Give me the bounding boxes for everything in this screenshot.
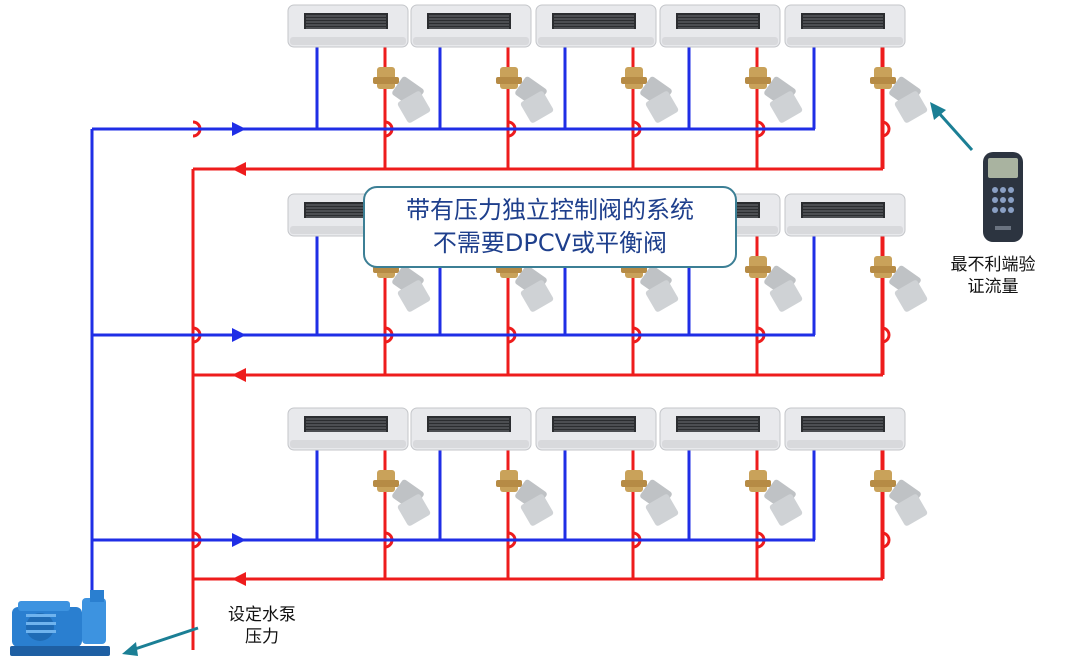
control-valve-icon	[870, 256, 928, 312]
unit-base	[290, 440, 406, 448]
control-valve-icon	[745, 67, 803, 123]
valve-port	[496, 480, 522, 487]
meter-pointer-head	[930, 102, 946, 120]
control-valve-icon	[373, 470, 431, 526]
info-callout: 带有压力独立控制阀的系统 不需要DPCV或平衡阀	[363, 186, 737, 268]
valve-port	[621, 480, 647, 487]
unit-grille	[801, 202, 885, 218]
fan-coil-unit-icon	[784, 4, 906, 48]
unit-base	[662, 37, 778, 45]
control-valve-icon	[745, 256, 803, 312]
valve-port	[870, 480, 896, 487]
meter-label-line-1: 最不利端验	[950, 255, 1036, 275]
unit-base	[662, 440, 778, 448]
actuator-head	[520, 494, 554, 526]
actuator-head	[520, 280, 554, 312]
fan-coil-unit-icon	[659, 407, 781, 451]
actuator-head	[397, 91, 431, 123]
fan-coil-unit-icon	[535, 4, 657, 48]
unit-base	[538, 440, 654, 448]
flow-meter-icon	[983, 152, 1023, 242]
pump-label-line-1: 设定水泵	[228, 605, 296, 625]
valve-port	[373, 480, 399, 487]
control-valve-icon	[621, 470, 679, 526]
control-valves	[373, 67, 928, 526]
unit-base	[787, 37, 903, 45]
unit-grille	[676, 13, 760, 29]
unit-base	[538, 37, 654, 45]
return-pipes	[191, 47, 891, 650]
actuator-head	[894, 91, 928, 123]
unit-grille	[552, 13, 636, 29]
valve-port	[373, 77, 399, 84]
fan-coil-unit-icon	[287, 4, 409, 48]
unit-grille	[801, 416, 885, 432]
valve-port	[870, 266, 896, 273]
flow-arrow-icon	[232, 533, 246, 547]
actuator-head	[894, 280, 928, 312]
pump-label: 设定水泵 压力	[212, 604, 312, 648]
fan-coil-unit-icon	[287, 407, 409, 451]
fan-coil-unit-icon	[410, 407, 532, 451]
fan-coil-unit-icon	[535, 407, 657, 451]
actuator-head	[769, 91, 803, 123]
flow-arrow-icon	[232, 328, 246, 342]
actuator-head	[894, 494, 928, 526]
meter-pointer	[936, 110, 974, 152]
fan-coil-unit-icon	[659, 4, 781, 48]
actuator-head	[645, 494, 679, 526]
unit-base	[787, 440, 903, 448]
pump-label-line-2: 压力	[245, 627, 279, 647]
callout-line-2: 不需要DPCV或平衡阀	[432, 229, 668, 257]
unit-grille	[427, 13, 511, 29]
pump-pointer	[131, 626, 199, 652]
flow-arrows	[232, 122, 246, 586]
pump-icon	[10, 590, 110, 656]
meter-label-line-2: 证流量	[967, 277, 1019, 297]
callout-line-1: 带有压力独立控制阀的系统	[406, 196, 694, 224]
valve-port	[870, 77, 896, 84]
control-valve-icon	[496, 67, 554, 123]
pump-pointer-head	[122, 642, 138, 656]
flow-arrow-icon	[232, 572, 246, 586]
fan-coil-unit-icon	[784, 193, 906, 237]
meter-label: 最不利端验 证流量	[948, 254, 1038, 298]
unit-base	[787, 226, 903, 234]
actuator-head	[645, 280, 679, 312]
control-valve-icon	[496, 470, 554, 526]
unit-grille	[427, 416, 511, 432]
actuator-head	[645, 91, 679, 123]
actuator-head	[397, 494, 431, 526]
valve-port	[621, 77, 647, 84]
unit-grille	[676, 416, 760, 432]
control-valve-icon	[621, 67, 679, 123]
valve-port	[745, 77, 771, 84]
actuator-head	[520, 91, 554, 123]
valve-port	[745, 266, 771, 273]
actuator-head	[769, 494, 803, 526]
fan-coil-unit-icon	[784, 407, 906, 451]
unit-base	[290, 37, 406, 45]
unit-grille	[552, 416, 636, 432]
actuator-head	[397, 280, 431, 312]
control-valve-icon	[373, 67, 431, 123]
actuator-head	[769, 280, 803, 312]
unit-base	[413, 37, 529, 45]
flow-arrow-icon	[232, 368, 246, 382]
unit-grille	[801, 13, 885, 29]
control-valve-icon	[745, 470, 803, 526]
control-valve-icon	[870, 67, 928, 123]
control-valve-icon	[870, 470, 928, 526]
unit-grille	[304, 416, 388, 432]
fan-coil-unit-icon	[410, 4, 532, 48]
supply-pipes	[90, 47, 816, 600]
valve-port	[496, 77, 522, 84]
valve-port	[745, 480, 771, 487]
flow-arrow-icon	[232, 162, 246, 176]
unit-grille	[304, 13, 388, 29]
flow-arrow-icon	[232, 122, 246, 136]
unit-base	[413, 440, 529, 448]
